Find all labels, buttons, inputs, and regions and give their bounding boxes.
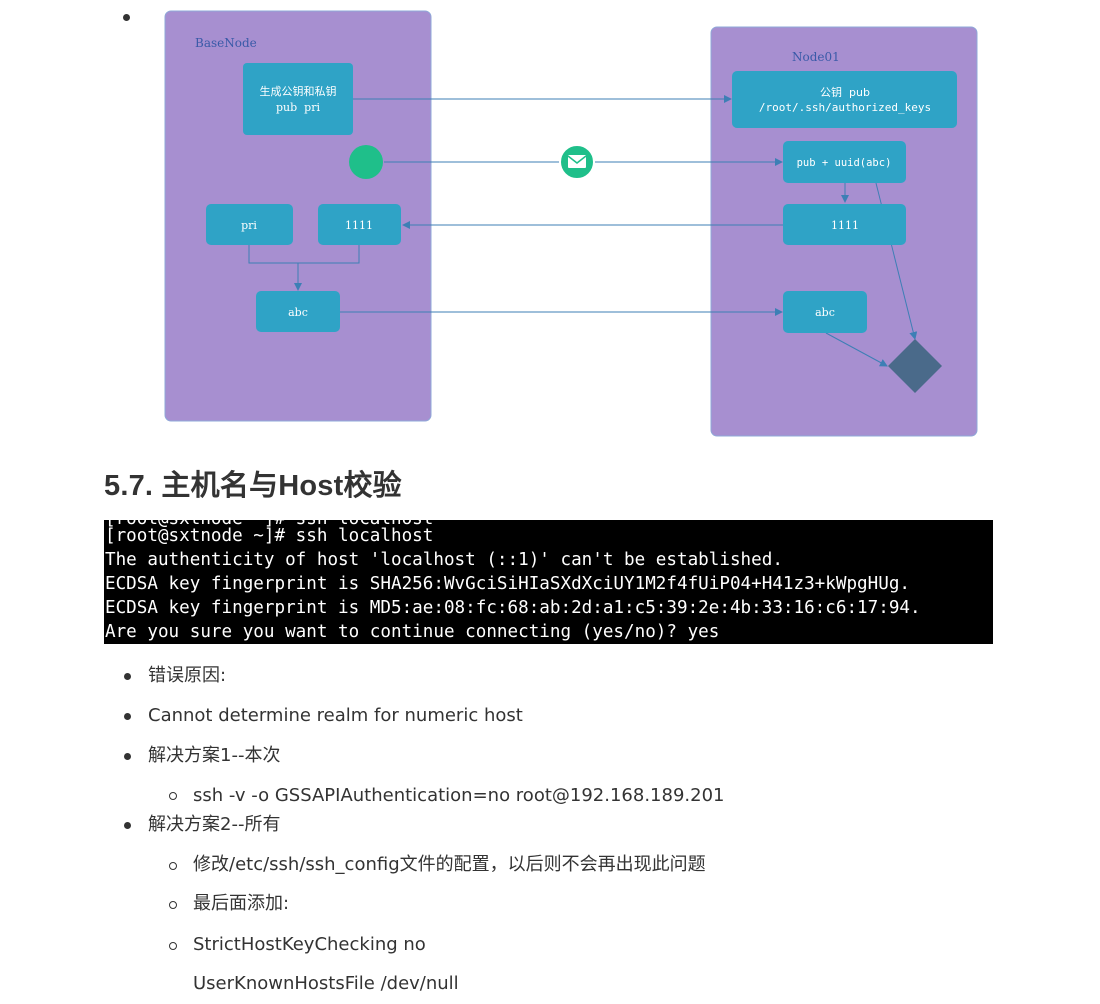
config-line-user-known-hosts-file: UserKnownHostsFile /dev/null: [193, 973, 459, 994]
terminal-line: ECDSA key fingerprint is SHA256:WvGciSiH…: [105, 574, 911, 594]
error-message-item: Cannot determine realm for numeric host: [148, 705, 523, 726]
num-label-left: 1111: [345, 219, 373, 232]
terminal-line: Are you sure you want to continue connec…: [105, 622, 720, 642]
terminal-line: The authenticity of host 'localhost (::1…: [105, 550, 783, 570]
list-bullet: [124, 673, 131, 680]
keygen-label-line2: pub pri: [276, 101, 320, 114]
envelope-icon: [559, 144, 595, 180]
section-title: 5.7. 主机名与Host校验: [104, 470, 402, 502]
solution1-command: ssh -v -o GSSAPIAuthentication=no root@1…: [193, 785, 725, 806]
compare-diamond: [888, 339, 942, 393]
ssh-key-exchange-diagram: BaseNode Node01 生成公钥和私钥 pub pri pri 1111…: [164, 10, 978, 437]
list-bullet: [124, 822, 131, 829]
sublist-bullet: [169, 862, 177, 870]
list-bullet: [123, 14, 130, 21]
abc-box-right: [783, 291, 867, 333]
solution1-item: 解决方案1--本次: [148, 745, 281, 766]
terminal-line: [root@sxtnode ~]# ssh localhost: [105, 526, 434, 546]
abc-box-left: [256, 291, 340, 332]
green-dot: [349, 145, 383, 179]
pubkey-label-line2: /root/.ssh/authorized_keys: [759, 101, 931, 114]
list-bullet: [124, 713, 131, 720]
solution2-step2: 最后面添加:: [193, 893, 290, 914]
terminal-line-clipped: [root@sxtnode ~]# ssh localhost: [105, 520, 433, 530]
error-cause-item: 错误原因:: [148, 665, 227, 686]
pubkey-box: [732, 71, 957, 128]
num-label-right: 1111: [831, 219, 859, 232]
basenode-title: BaseNode: [195, 36, 257, 50]
sublist-bullet: [169, 942, 177, 950]
uuid-label: pub + uuid(abc): [797, 157, 892, 169]
list-bullet: [124, 753, 131, 760]
sublist-bullet: [169, 901, 177, 909]
pubkey-label-line1: 公钥 pub: [820, 85, 870, 99]
pri-label: pri: [241, 219, 257, 232]
connector-pri-num-merge: [248, 245, 360, 264]
keygen-box: [243, 63, 353, 135]
config-line-strict-host-key-checking: StrictHostKeyChecking no: [193, 934, 426, 955]
abc-label-right: abc: [815, 306, 835, 319]
num-box-left: [318, 204, 401, 245]
terminal-screenshot: [root@sxtnode ~]# ssh localhost [root@sx…: [104, 520, 993, 644]
uuid-box: [783, 141, 906, 183]
solution2-step1: 修改/etc/ssh/ssh_config文件的配置，以后则不会再出现此问题: [193, 854, 706, 875]
node01-title: Node01: [792, 50, 840, 64]
abc-label-left: abc: [288, 306, 308, 319]
pri-box: [206, 204, 293, 245]
solution2-item: 解决方案2--所有: [148, 814, 281, 835]
sublist-bullet: [169, 792, 177, 800]
num-box-right: [783, 204, 906, 245]
terminal-line: ECDSA key fingerprint is MD5:ae:08:fc:68…: [105, 598, 921, 618]
keygen-label-line1: 生成公钥和私钥: [260, 84, 337, 98]
connector-abc-to-diamond: [825, 332, 888, 367]
basenode-panel: [164, 10, 432, 422]
